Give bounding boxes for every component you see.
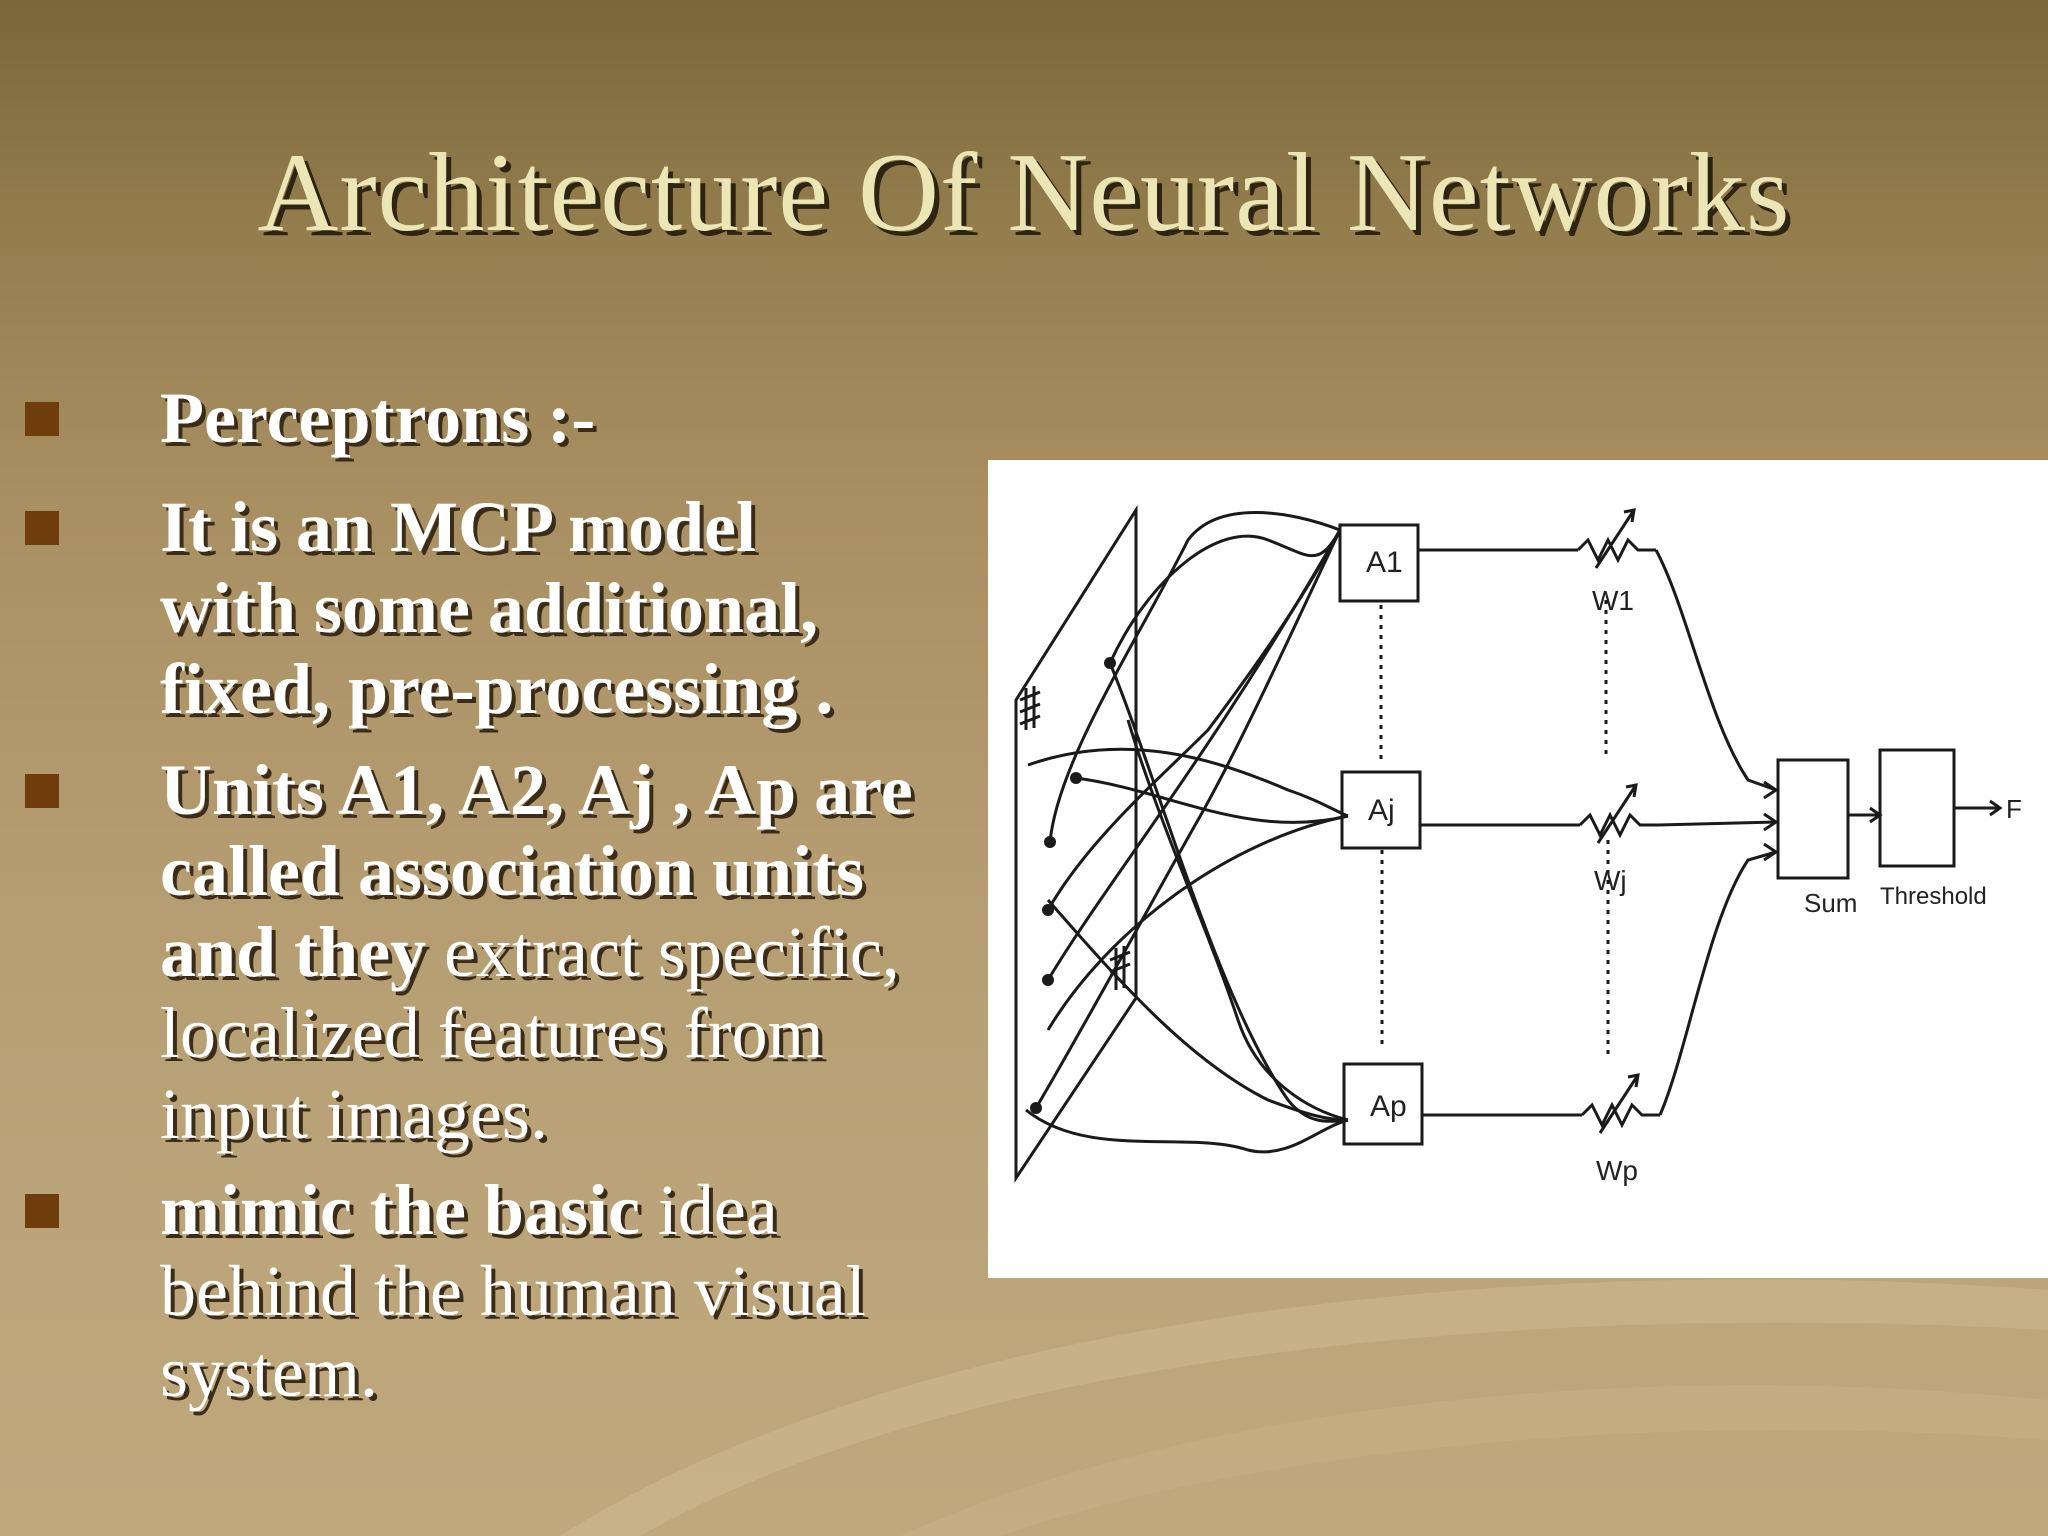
bullet-line: It is an MCP model <box>160 487 757 567</box>
unit-label-ap: Ap <box>1370 1090 1407 1123</box>
connection-line <box>1046 529 1342 981</box>
weight-symbol <box>1576 536 1656 564</box>
connection-line <box>1046 899 1349 1122</box>
connection-line <box>1108 529 1342 664</box>
sum-input-arrow <box>1763 780 1779 800</box>
weight-label-wj: Wj <box>1594 865 1627 896</box>
bullet-line: called association units <box>160 831 865 911</box>
sum-input-line <box>1657 820 1777 827</box>
detector-hatch <box>1109 946 1131 990</box>
connection-line <box>1126 719 1349 1122</box>
output-label: F <box>2006 794 2022 824</box>
bullet-line: and they extract specific, <box>160 912 900 992</box>
threshold-box <box>1878 748 1956 868</box>
perceptron-diagram-svg: A1 Aj Ap W1 Wj Wp Sum Threshold F <box>1014 504 2022 1186</box>
weight-arrow <box>1594 508 1636 569</box>
association-unit-box <box>1342 1062 1424 1146</box>
input-dot <box>1042 904 1054 916</box>
bullet-marker <box>25 1194 59 1228</box>
sum-input-line <box>1654 549 1777 792</box>
connection-line <box>1075 776 1349 824</box>
input-dot <box>1030 1102 1042 1114</box>
weight-symbol <box>1580 1101 1660 1129</box>
unit-label-aj: Aj <box>1368 794 1395 827</box>
input-dot <box>1044 836 1056 848</box>
bullet-line: input images. <box>160 1074 548 1154</box>
connection-line <box>1027 747 1349 818</box>
bullet-text: It is an MCP model with some additional,… <box>160 487 990 730</box>
input-dot <box>1070 772 1082 784</box>
weight-symbol <box>1578 811 1658 839</box>
bullet-line: localized features from <box>160 993 824 1073</box>
sum-to-threshold-line <box>1848 806 1883 824</box>
bullet-text: Perceptrons :- <box>160 378 990 459</box>
sum-box <box>1776 758 1850 880</box>
input-dot <box>1042 974 1054 986</box>
bullet-line: fixed, pre-processing . <box>160 649 834 729</box>
weight-arrow <box>1598 1073 1640 1134</box>
slide-title: Architecture Of Neural Networks <box>257 131 1791 255</box>
bullet-line: system. <box>160 1332 379 1412</box>
connection-line <box>1025 1108 1349 1154</box>
detector-hatch <box>1019 686 1041 730</box>
sum-input-arrow <box>1763 812 1779 832</box>
weight-label-wp: Wp <box>1596 1155 1638 1186</box>
connection-line <box>1108 662 1349 1123</box>
connection-line <box>1034 529 1342 1109</box>
connection-line <box>1048 511 1341 843</box>
bullet-marker <box>25 511 59 545</box>
bullet-marker <box>25 774 59 808</box>
association-unit-box <box>1340 770 1422 850</box>
retina-plane <box>1014 504 1138 1183</box>
output-line <box>1954 799 2003 817</box>
bullet-marker <box>25 402 59 436</box>
association-unit-box <box>1338 523 1420 603</box>
bullet-line: mimic the basic idea <box>160 1170 778 1250</box>
bullet-text: mimic the basic idea behind the human vi… <box>160 1170 990 1413</box>
bullet-line: behind the human visual <box>160 1251 866 1331</box>
threshold-label: Threshold <box>1880 883 1987 910</box>
bullet-line: Perceptrons :- <box>160 378 596 458</box>
unit-label-a1: A1 <box>1366 546 1403 579</box>
dotted-tie <box>1604 600 1610 1060</box>
sum-input-arrow <box>1763 842 1779 862</box>
sum-input-line <box>1658 850 1777 1116</box>
dotted-tie <box>1379 605 1384 1050</box>
input-dot <box>1104 657 1116 669</box>
bullet-line: Units A1, A2, Aj , Ap are <box>160 750 913 830</box>
bullet-line: with some additional, <box>160 568 819 648</box>
weight-arrow <box>1596 783 1638 844</box>
connection-line <box>1046 814 1349 1031</box>
weight-label-w1: W1 <box>1592 585 1634 616</box>
perceptron-diagram: A1 Aj Ap W1 Wj Wp Sum Threshold F <box>988 460 2048 1278</box>
sum-label: Sum <box>1804 888 1857 918</box>
bullet-text: Units A1, A2, Aj , Ap are called associa… <box>160 750 990 1155</box>
